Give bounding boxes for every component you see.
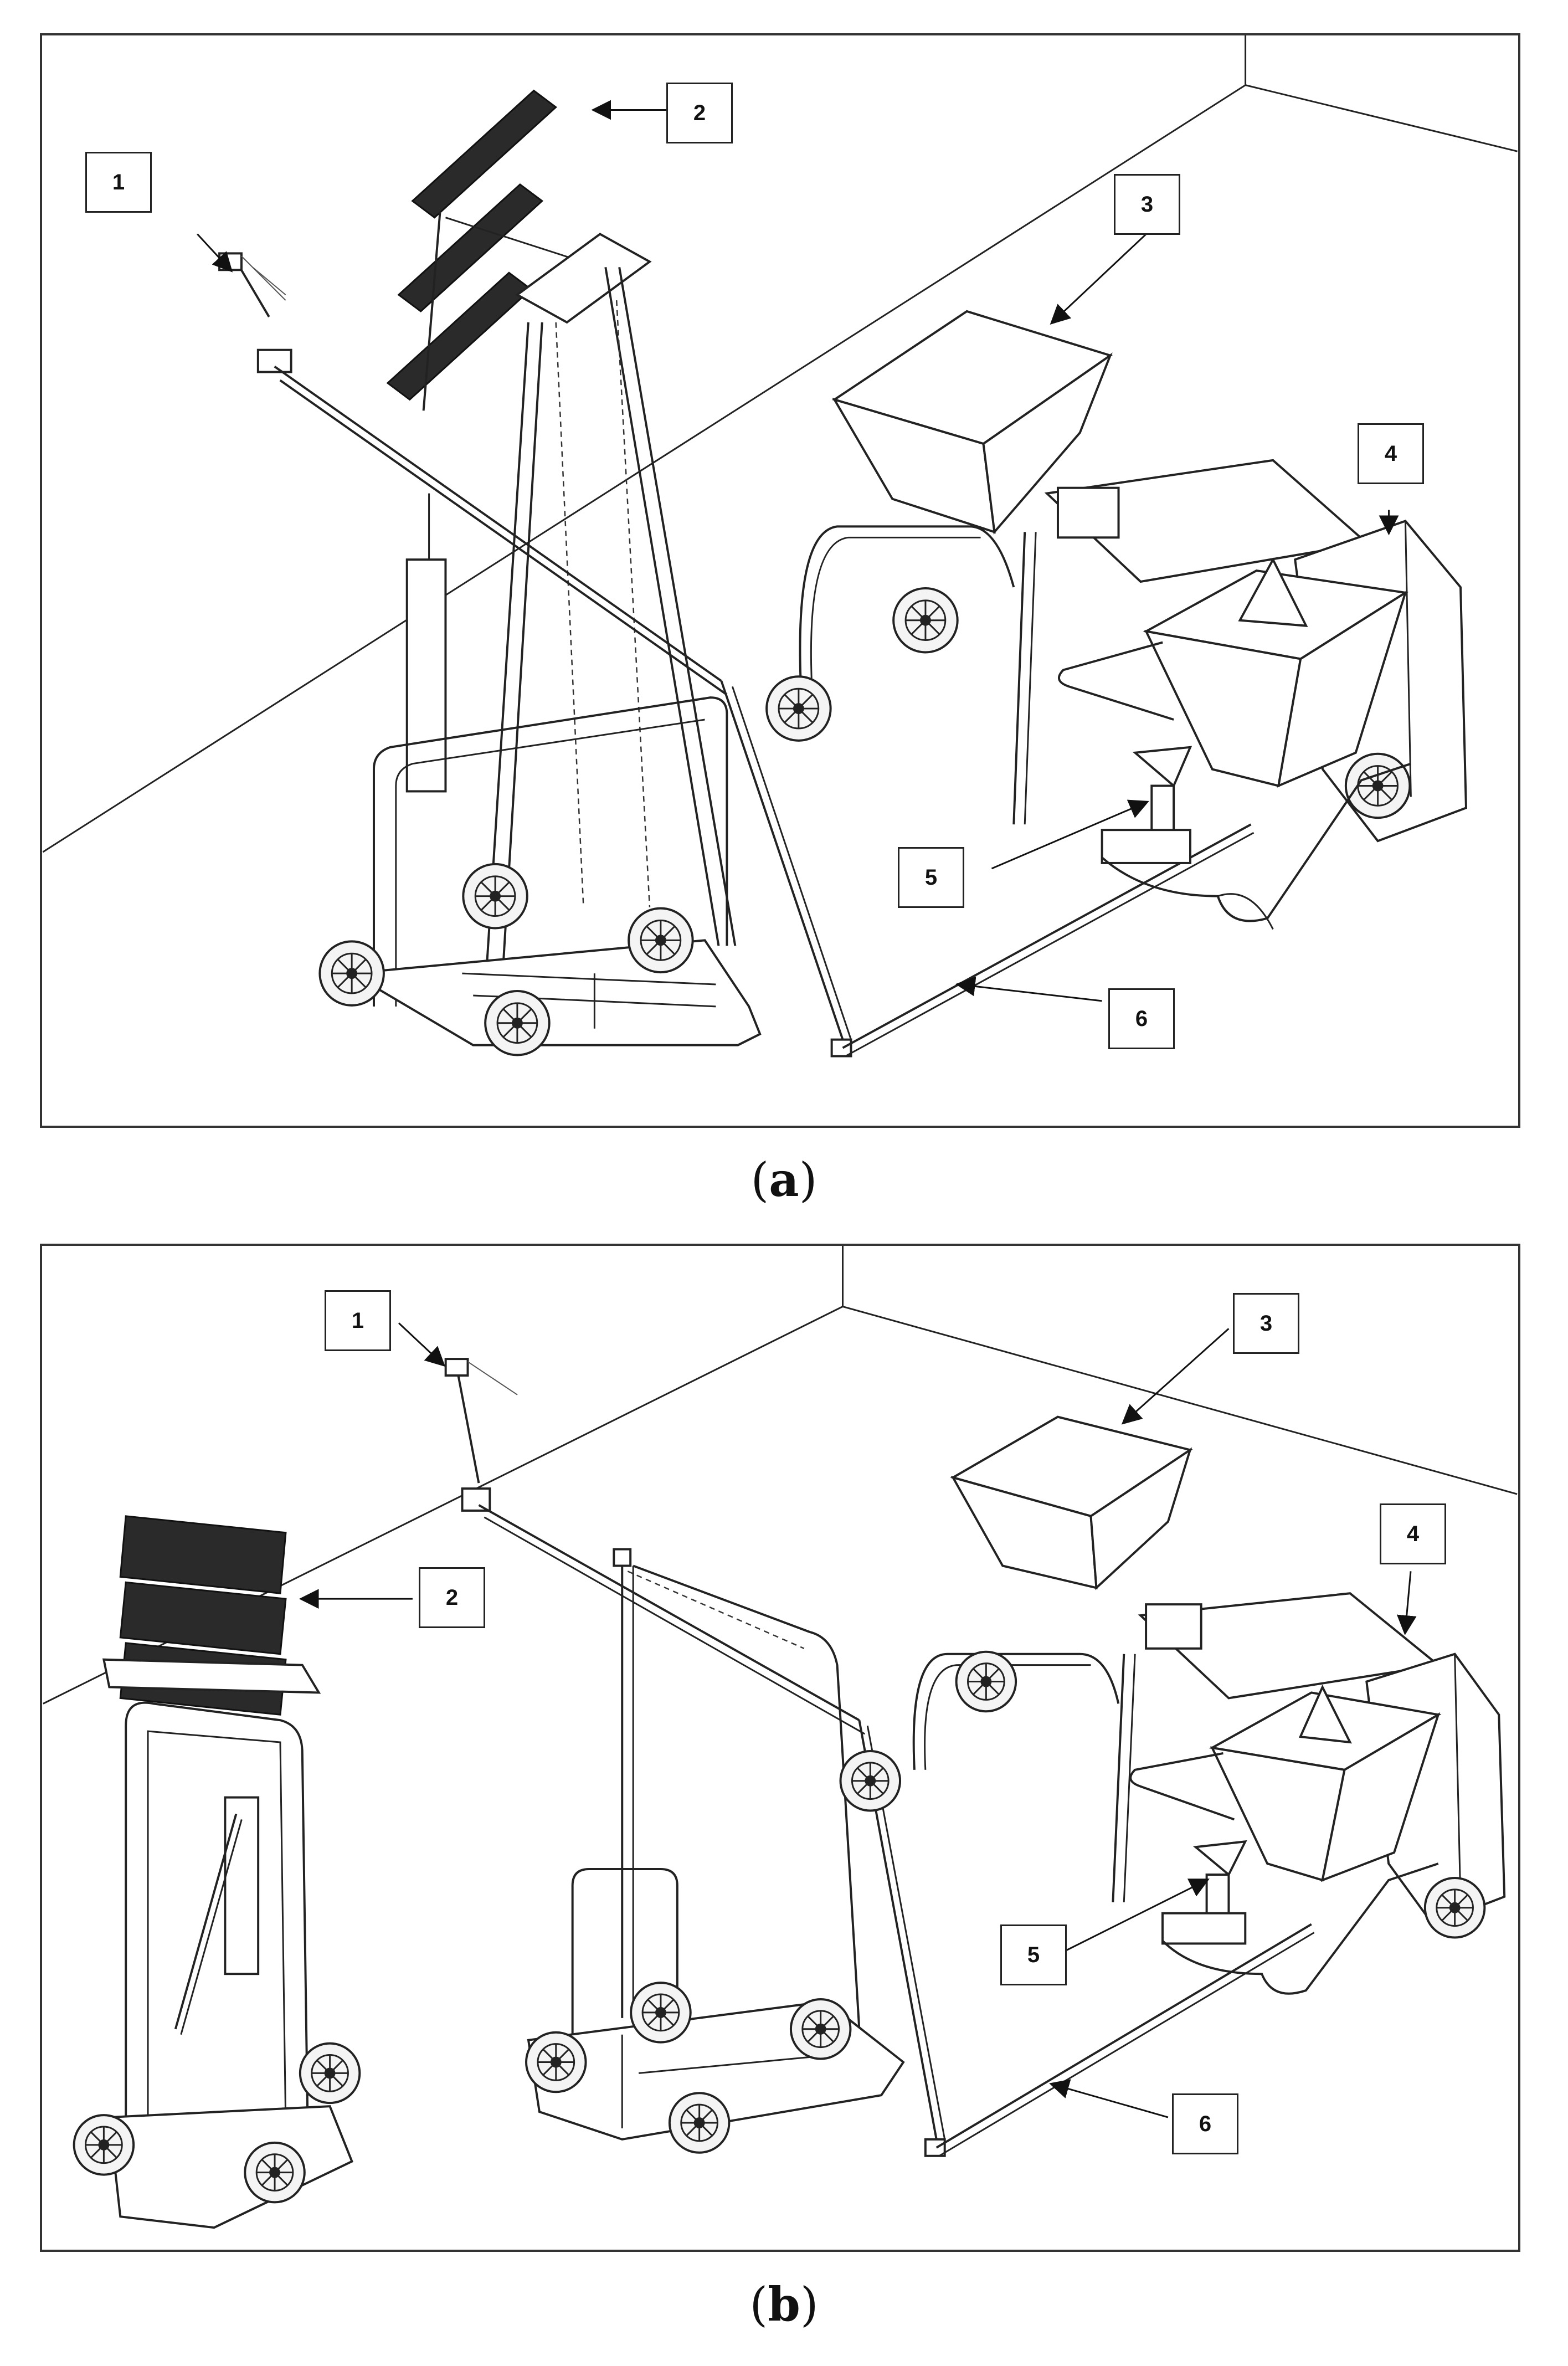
callout-label-6: 6 [1108, 988, 1175, 1049]
figure-panel-b: 1 2 3 4 5 6 [40, 1244, 1520, 2252]
callout-label-3: 3 [1233, 1293, 1299, 1354]
folded-lighting-cart-b [73, 1515, 361, 2229]
callout-label-2: 2 [666, 83, 733, 143]
callout-label-2: 2 [419, 1567, 485, 1628]
mortar-hopper-cart-a [765, 310, 1467, 930]
lighting-cart-b [525, 1548, 905, 2154]
callout-label-5: 5 [1000, 1924, 1067, 1985]
caption-panel-b: (b) [749, 2277, 819, 2332]
callout-label-1: 1 [325, 1290, 391, 1351]
led-panel-array-icon [386, 89, 617, 411]
callout-leader-lines-b [299, 1322, 1417, 2118]
callout-label-3: 3 [1114, 174, 1180, 235]
figure-panel-a: 1 2 3 4 5 6 [40, 33, 1520, 1128]
callout-label-5: 5 [898, 847, 964, 908]
panel-b-drawing [43, 1246, 1518, 2229]
callout-label-4: 4 [1380, 1503, 1446, 1564]
room-corner-lines [42, 35, 1518, 853]
callout-label-4: 4 [1358, 423, 1424, 484]
panel-a-drawing [42, 35, 1518, 1058]
mortar-hopper-cart-b [839, 1415, 1506, 1995]
lighting-cart-a [318, 89, 762, 1056]
spray-gun-and-boom-a [218, 252, 1255, 1058]
callout-label-6: 6 [1172, 2093, 1238, 2154]
callout-leader-lines-a [197, 100, 1399, 1002]
callout-label-1: 1 [85, 152, 152, 213]
caption-panel-a: (a) [750, 1152, 818, 1207]
